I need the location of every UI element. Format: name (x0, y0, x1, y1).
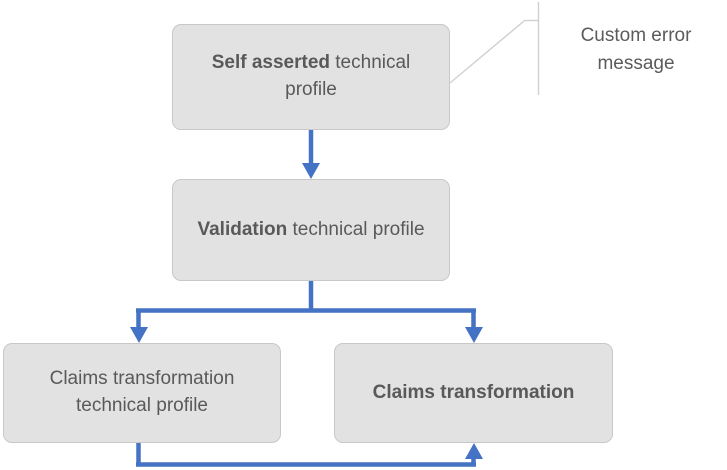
node-label-emphasis: Validation (197, 218, 288, 240)
node-self-asserted-technical-profile[interactable]: Self asserted technical profile (172, 24, 450, 130)
callout-line-2: message (597, 52, 675, 74)
node-claims-transformation[interactable]: Claims transformation (334, 343, 613, 443)
arrow-validation-branch (130, 281, 483, 343)
node-claims-transformation-technical-profile[interactable]: Claims transformation technical profile (3, 343, 281, 443)
node-label: Self asserted technical profile (187, 50, 435, 104)
node-label: Claims transformation (349, 380, 598, 407)
node-label: Claims transformation technical profile (18, 366, 266, 420)
arrow-self-asserted-to-validation (302, 130, 320, 179)
node-label-rest: technical profile (287, 218, 425, 240)
arrow-claims-tp-to-claims-transformation (136, 443, 483, 467)
node-label: Validation technical profile (187, 217, 435, 244)
callout-custom-error-message: Custom error message (556, 22, 716, 77)
node-validation-technical-profile[interactable]: Validation technical profile (172, 179, 450, 281)
callout-line-1: Custom error (580, 25, 692, 46)
node-label-emphasis: Claims transformation (372, 381, 575, 403)
node-label-rest: technical profile (285, 52, 411, 100)
node-label-rest: Claims transformation technical profile (49, 368, 235, 416)
node-label-emphasis: Self asserted (211, 52, 330, 74)
callout-leader-line (449, 2, 540, 95)
